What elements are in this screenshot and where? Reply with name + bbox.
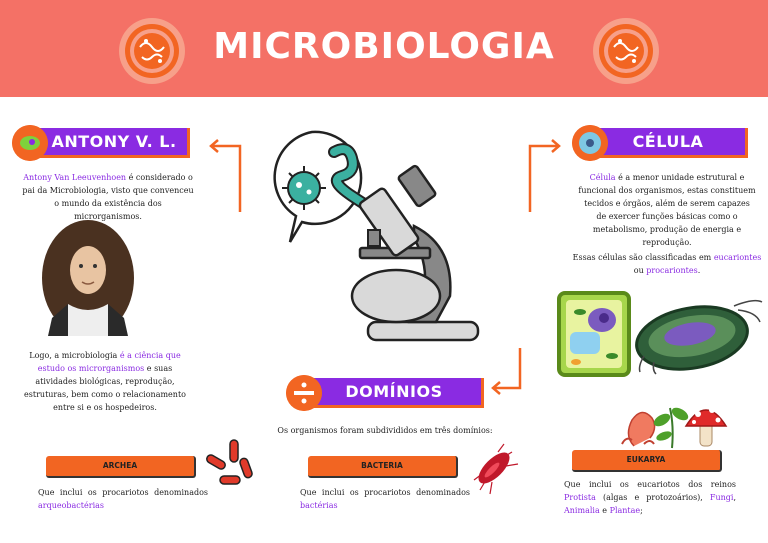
celula-definition: Célula é a menor unidade estrutural e fu… — [578, 173, 756, 247]
arrow-down-left-icon — [491, 348, 522, 395]
antony-intro: Antony Van Leeuvenhoen é considerado o p… — [22, 173, 194, 221]
petri-dish-icon — [119, 18, 185, 84]
eukarya-label: EUKARYA — [626, 455, 666, 464]
page-title: MICROBIOLOGIA — [213, 26, 555, 67]
bacteria-label: BACTERIA — [361, 461, 403, 470]
celula-title: CÉLULA — [632, 132, 704, 151]
divide-icon — [286, 375, 322, 411]
archea-desc: Que inclui os procariotos denominados ar… — [38, 488, 208, 510]
dominios-banner: DOMÍNIOS — [304, 378, 484, 408]
celula-classification: Essas células são classificadas em eucar… — [572, 253, 762, 275]
antony-logo-text: Logo, a microbiologia é a ciência que es… — [24, 351, 186, 412]
portrait-antony — [42, 220, 134, 336]
bacteria-icon — [635, 299, 763, 375]
bacteria-icon — [473, 443, 519, 495]
cell-icon — [572, 125, 608, 161]
eukarya-desc: Que inclui os eucariotos dos reinos Prot… — [564, 480, 736, 515]
plant-cell-icon — [557, 291, 631, 377]
antony-title: ANTONY V. L. — [51, 132, 177, 151]
petri-dish-icon — [593, 18, 659, 84]
arrow-left-icon — [209, 139, 242, 212]
virus-icon — [282, 166, 326, 210]
antony-banner: ANTONY V. L. — [38, 128, 190, 158]
dominios-title: DOMÍNIOS — [345, 382, 443, 401]
archea-bacteria-icon — [206, 439, 253, 485]
header: MICROBIOLOGIA — [0, 0, 768, 97]
bacteria-label-box: BACTERIA — [308, 456, 458, 478]
arrow-right-icon — [528, 139, 561, 212]
archea-label: ARCHEA — [102, 461, 138, 470]
celula-banner: CÉLULA — [588, 128, 748, 158]
dominios-intro: Os organismos foram subdivididos em três… — [277, 426, 493, 435]
mushroom-icon — [621, 407, 728, 449]
archea-label-box: ARCHEA — [46, 456, 196, 478]
eukarya-label-box: EUKARYA — [572, 450, 722, 472]
microscope-icon — [273, 130, 480, 342]
bacteria-desc: Que inclui os procariotos denominados ba… — [300, 488, 470, 510]
cell-icon — [12, 125, 48, 161]
